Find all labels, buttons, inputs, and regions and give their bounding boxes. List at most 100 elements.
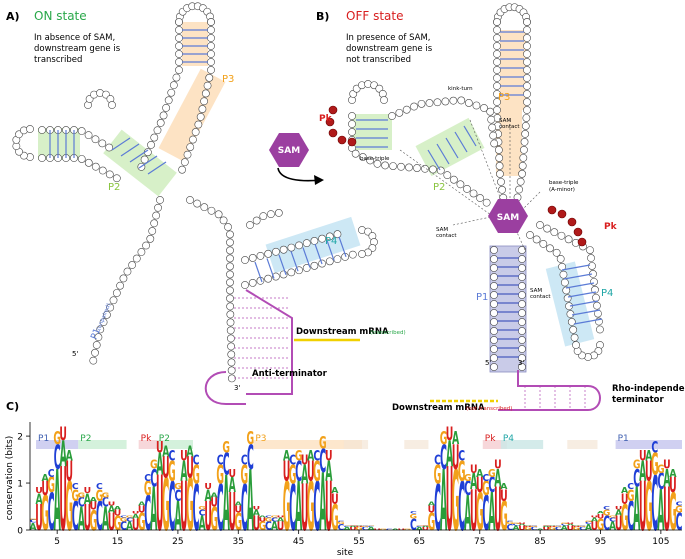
nucleotide [493,66,501,74]
nucleotide [425,99,434,107]
contact-2: contact [436,233,457,239]
base-pair [338,236,347,257]
logo-letter: C [144,473,151,484]
logo-letter: G [476,481,484,542]
nucleotide [490,336,498,344]
logo-letter: C [531,526,538,531]
logo-letter: G [120,517,128,523]
nucleotide [518,264,526,272]
base-triple-aminor-label: base-triple [549,180,579,186]
logo-letter: A [343,526,351,531]
region-label: P3 [255,434,266,444]
nucleotide [295,241,303,250]
logo-letter: U [567,523,575,525]
logo-letter: U [204,493,212,540]
nucleotide [496,170,504,178]
nucleotide [183,150,192,159]
nucleotide [287,268,296,277]
nucleotide [566,310,575,318]
nucleotide [366,156,375,165]
x-tick-label: 35 [233,537,244,547]
logo-letter: G [355,526,363,531]
logo-letter: A [301,459,308,490]
logo-letter: U [84,499,92,540]
logo-letter: A [277,517,285,523]
nucleotide [358,250,366,258]
nucleotide [493,90,501,98]
contact-3: contact [530,294,551,300]
nucleotide [586,246,594,254]
pk-nucleotide [567,217,577,227]
nucleotide [246,221,254,229]
nucleotide [333,230,342,239]
nucleotide [106,303,115,312]
logo-letter: U [639,468,647,546]
logo-letter: A [368,526,376,531]
nucleotide [490,291,498,299]
logo-letter: C [603,506,610,511]
nucleotide [556,254,565,263]
nucleotide [207,50,215,58]
logo-letter: C [96,493,103,540]
nucleotide [489,131,498,140]
nucleotide [252,216,261,225]
nucleotide [519,153,528,162]
logo-letter: C [265,516,272,519]
logo-letter: G [234,509,242,537]
nucleotide [219,216,228,225]
logo-letter: G [488,468,496,480]
base-pair [567,291,597,298]
logo-letter: A [639,455,646,487]
nucleotide [196,112,205,121]
logo-letter: A [537,528,545,530]
logo-letter: C [513,524,520,527]
nucleotide [490,354,498,362]
nucleotide [226,254,234,263]
pk-nucleotide [337,135,347,145]
logo-letter: U [573,526,581,528]
nucleotide [226,238,234,247]
logo-letter: G [361,526,369,528]
panel-b-title: OFF state [346,9,403,23]
logo-letter: G [144,477,152,500]
nucleotide [94,333,103,342]
pk-nucleotide [347,137,357,147]
aminor-label: (A-minor) [549,187,575,193]
logo-letter: C [603,512,610,535]
logo-letter: C [458,448,465,465]
nucleotide [493,98,501,106]
logo-letter: C [410,511,417,515]
logo-letter: G [579,526,587,528]
nucleotide [521,130,530,138]
nucleotide [497,177,505,186]
nucleotide [539,239,548,248]
logo-letter: C [199,509,206,518]
logo-letter: C [482,487,489,543]
logo-letter: U [446,448,454,551]
logo-letter: U [180,468,188,546]
nucleotide [588,262,596,270]
nucleotide [214,210,223,219]
region-label: P4 [503,434,514,444]
logo-letter: G [416,525,424,526]
sam-contact-3: SAM [530,288,542,294]
nucleotide [518,291,526,299]
nucleotide [226,262,234,271]
logo-letter: A [621,486,629,495]
logo-letter: A [585,524,593,533]
nucleotide [559,270,568,279]
logo-letter: U [591,519,599,534]
logo-letter: A [180,455,187,487]
nucleotide [189,135,197,144]
logo-letter: U [277,516,285,519]
logo-letter: C [362,525,369,526]
logo-letter: G [331,499,339,540]
nucleotide [172,73,181,82]
logo-letter: C [585,521,592,525]
logo-letter: C [247,438,254,478]
logo-letter: U [59,448,67,551]
nucleotide [493,82,501,90]
nucleotide [89,356,98,365]
nucleotide [482,198,491,207]
logo-letter: G [102,491,110,499]
